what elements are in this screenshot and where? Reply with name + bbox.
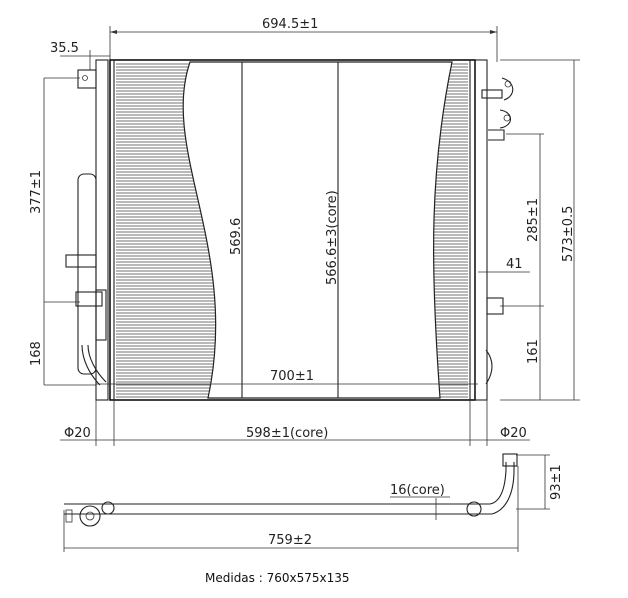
core-window [182, 61, 453, 399]
right-mid-offset-label: 41 [506, 257, 523, 272]
overall-length-label: 759±2 [268, 533, 312, 548]
overall-length-dimension: 759±2 [63, 466, 519, 552]
fitting-height-label: 93±1 [549, 464, 564, 500]
core-width-label: 598±1(core) [246, 426, 328, 441]
condenser-core [109, 59, 476, 401]
bracket-offset-dimension: 35.5 [50, 41, 110, 70]
core-height-label: 566.6±3(core) [325, 190, 340, 285]
tube-width-dimension: 700±1 [96, 369, 478, 385]
left-upper-height-label: 377±1 [29, 170, 44, 214]
core-height-inner-label: 569.6 [229, 218, 244, 255]
tube-width-label: 700±1 [270, 369, 314, 384]
left-dimensions: 377±1 168 [29, 77, 96, 386]
overall-width-label: 694.5±1 [262, 17, 318, 32]
total-height-label: 573±0.5 [561, 206, 576, 262]
caption-measures: Medidas : 760x575x135 [205, 571, 350, 585]
left-lower-height-label: 168 [29, 341, 44, 366]
right-dimensions: 573±0.5 285±1 41 161 [478, 59, 580, 401]
right-lower-height-label: 161 [526, 339, 541, 364]
core-depth-label: 16(core) [390, 483, 445, 498]
core-width-dimension: Φ20 598±1(core) Φ20 [60, 400, 530, 446]
right-pipe-diameter-label: Φ20 [500, 426, 527, 441]
overall-width-dimension: 694.5±1 [109, 17, 498, 62]
left-side-assembly [65, 59, 109, 401]
bracket-offset-label: 35.5 [50, 41, 79, 56]
left-pipe-diameter-label: Φ20 [64, 426, 91, 441]
right-upper-height-label: 285±1 [526, 198, 541, 242]
right-side-assembly [474, 59, 514, 401]
bottom-profile-view: 93±1 16(core) [64, 453, 564, 527]
